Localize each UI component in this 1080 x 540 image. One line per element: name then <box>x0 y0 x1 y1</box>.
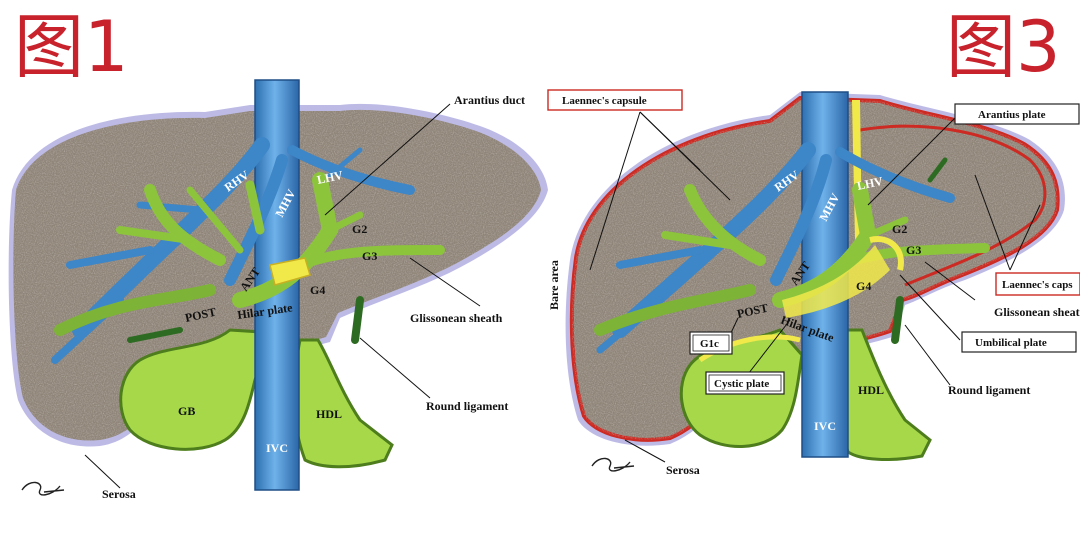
f1-label-g3: G3 <box>362 249 377 263</box>
figure-3: Laennec's capsule Arantius plate Laennec… <box>547 89 1080 477</box>
f3-label-umbilical-plate: Umbilical plate <box>975 337 1047 349</box>
f1-label-g4: G4 <box>310 283 325 297</box>
f1-label-glissonean-sheath: Glissonean sheath <box>410 311 503 325</box>
f3-hilar-plate <box>782 245 890 318</box>
f3-box-cystic-plate <box>705 371 785 395</box>
f3-label-g2: G2 <box>892 222 907 236</box>
f3-label-laennecs-capsule-top: Laennec's capsule <box>562 95 647 107</box>
f1-label-g2: G2 <box>352 222 367 236</box>
f3-label-ivc: IVC <box>814 419 836 433</box>
f3-label-glissonean-sheath: Glissonean sheat <box>994 305 1080 319</box>
f1-hilar-plate <box>269 257 311 286</box>
f1-label-lhv: LHV <box>316 168 345 187</box>
f1-label-hdl: HDL <box>316 407 342 421</box>
f3-artist-signature <box>591 457 635 472</box>
f3-leader-lines <box>589 111 1041 463</box>
f1-label-arantius-duct: Arantius duct <box>454 93 525 107</box>
f3-label-round-ligament: Round ligament <box>948 383 1030 397</box>
figure-3-title: 图3 <box>946 6 1061 88</box>
f3-left-lobe-capsule <box>859 124 1047 287</box>
f3-label-serosa: Serosa <box>666 463 700 477</box>
f1-leader-lines <box>84 103 481 489</box>
f3-umbilical-plate <box>869 236 904 271</box>
f3-box-umbilical-plate <box>961 331 1077 353</box>
f3-box-laennec-right <box>995 272 1080 296</box>
f3-label-laennecs-capsule-right: Laennec's caps <box>1002 279 1073 291</box>
f3-label-lhv: LHV <box>856 174 885 193</box>
f3-label-g1c: G1c <box>700 338 719 350</box>
f1-label-ivc: IVC <box>266 441 288 455</box>
f1-label-gb: GB <box>178 404 195 418</box>
f3-box-arantius-plate <box>954 103 1080 125</box>
f3-label-bare-area: Bare area <box>547 260 561 310</box>
f1-hepatic-duct <box>292 338 394 469</box>
f3-label-hdl: HDL <box>858 383 884 397</box>
f1-label-post: POST <box>184 305 218 325</box>
f3-label-arantius-plate: Arantius plate <box>978 109 1046 121</box>
f3-glissonean-pedicles <box>594 157 990 344</box>
f1-label-serosa: Serosa <box>102 487 136 501</box>
figure-1-title: 图1 <box>14 6 129 88</box>
f1-artist-signature <box>21 481 65 496</box>
f3-box-g1c <box>689 331 733 355</box>
f3-label-cystic-plate: Cystic plate <box>714 378 769 390</box>
f3-label-g3: G3 <box>906 243 921 257</box>
f3-label-g4: G4 <box>856 279 871 293</box>
f1-label-round-ligament: Round ligament <box>426 399 508 413</box>
f3-box-laennec-top <box>547 89 683 111</box>
figure-1: Arantius duct RHV MHV LHV G2 G3 G4 ANT P… <box>8 79 548 501</box>
f3-label-post: POST <box>736 301 770 321</box>
